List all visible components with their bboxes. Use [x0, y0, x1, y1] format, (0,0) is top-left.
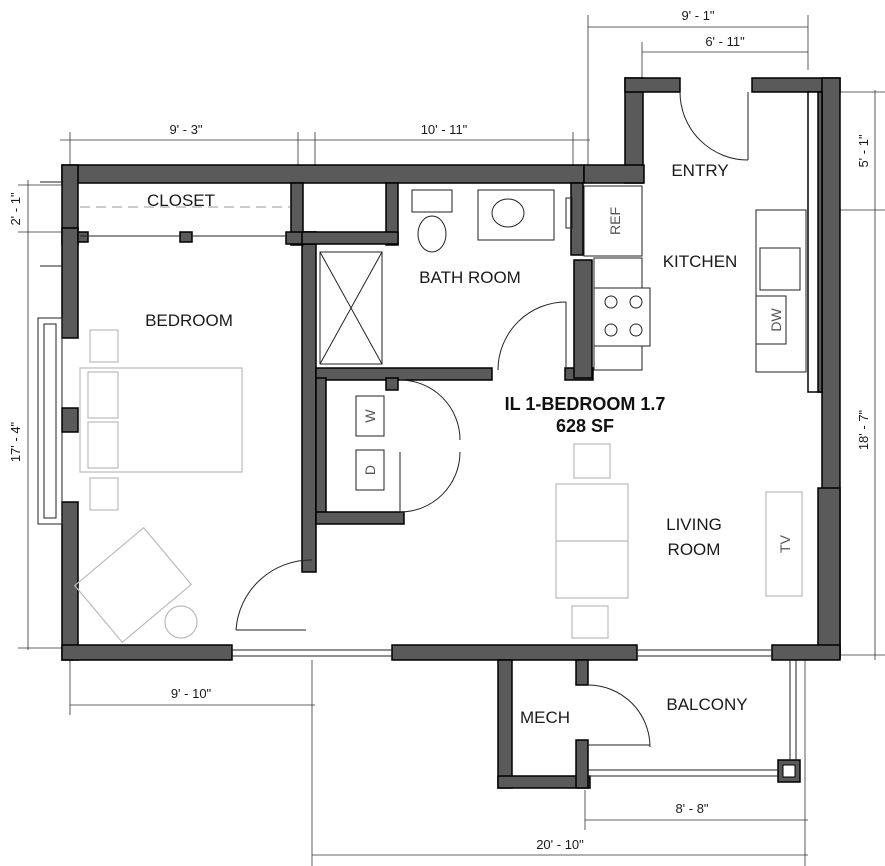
closet-label: CLOSET: [147, 191, 215, 210]
dim-top-right-overall: 9' - 1": [681, 8, 714, 23]
dim-bottom-balcony: 8' - 8": [675, 801, 708, 816]
dim-left-bedroom: 17' - 4": [8, 421, 23, 462]
laundry-fixtures: [355, 395, 385, 491]
balcony-railing: [588, 660, 797, 777]
mech-label: MECH: [520, 708, 570, 727]
plan-title: IL 1-BEDROOM 1.7: [505, 394, 666, 414]
bedroom-furniture: [73, 329, 243, 644]
dim-top-bedroom: 9' - 3": [169, 122, 202, 137]
balcony-label: BALCONY: [666, 695, 747, 714]
dim-bottom-bedroom: 9' - 10": [171, 686, 212, 701]
bath-room-label: BATH ROOM: [419, 268, 521, 287]
dw-label: DW: [768, 308, 784, 332]
dim-left-closet: 2' - 1": [8, 192, 23, 225]
dim-top-right-inner: 6' - 11": [705, 34, 745, 49]
entry-label: ENTRY: [671, 161, 728, 180]
living-furniture: [555, 443, 803, 639]
bath-fixtures: [319, 189, 573, 365]
closet-fixtures: [80, 206, 290, 237]
living-room-label-line1: LIVING: [666, 515, 722, 534]
kitchen-fixtures: [583, 185, 807, 373]
dim-top-bath: 10' - 11": [421, 122, 468, 137]
dim-right-entry: 5' - 1": [856, 134, 871, 167]
plan-area: 628 SF: [556, 416, 614, 436]
dimension-lines: [18, 15, 885, 866]
walls: [61, 77, 841, 789]
ref-label: REF: [607, 207, 623, 235]
tv-label: TV: [777, 534, 793, 553]
dim-bottom-overall: 20' - 10": [536, 837, 584, 852]
door-swings: [235, 91, 749, 748]
kitchen-label: KITCHEN: [663, 252, 738, 271]
dryer-label: D: [362, 465, 378, 475]
windows: [37, 181, 772, 657]
washer-label: W: [362, 409, 378, 423]
dim-right-main: 18' - 7": [856, 409, 871, 450]
living-room-label-line2: ROOM: [668, 540, 721, 559]
bedroom-label: BEDROOM: [145, 311, 233, 330]
